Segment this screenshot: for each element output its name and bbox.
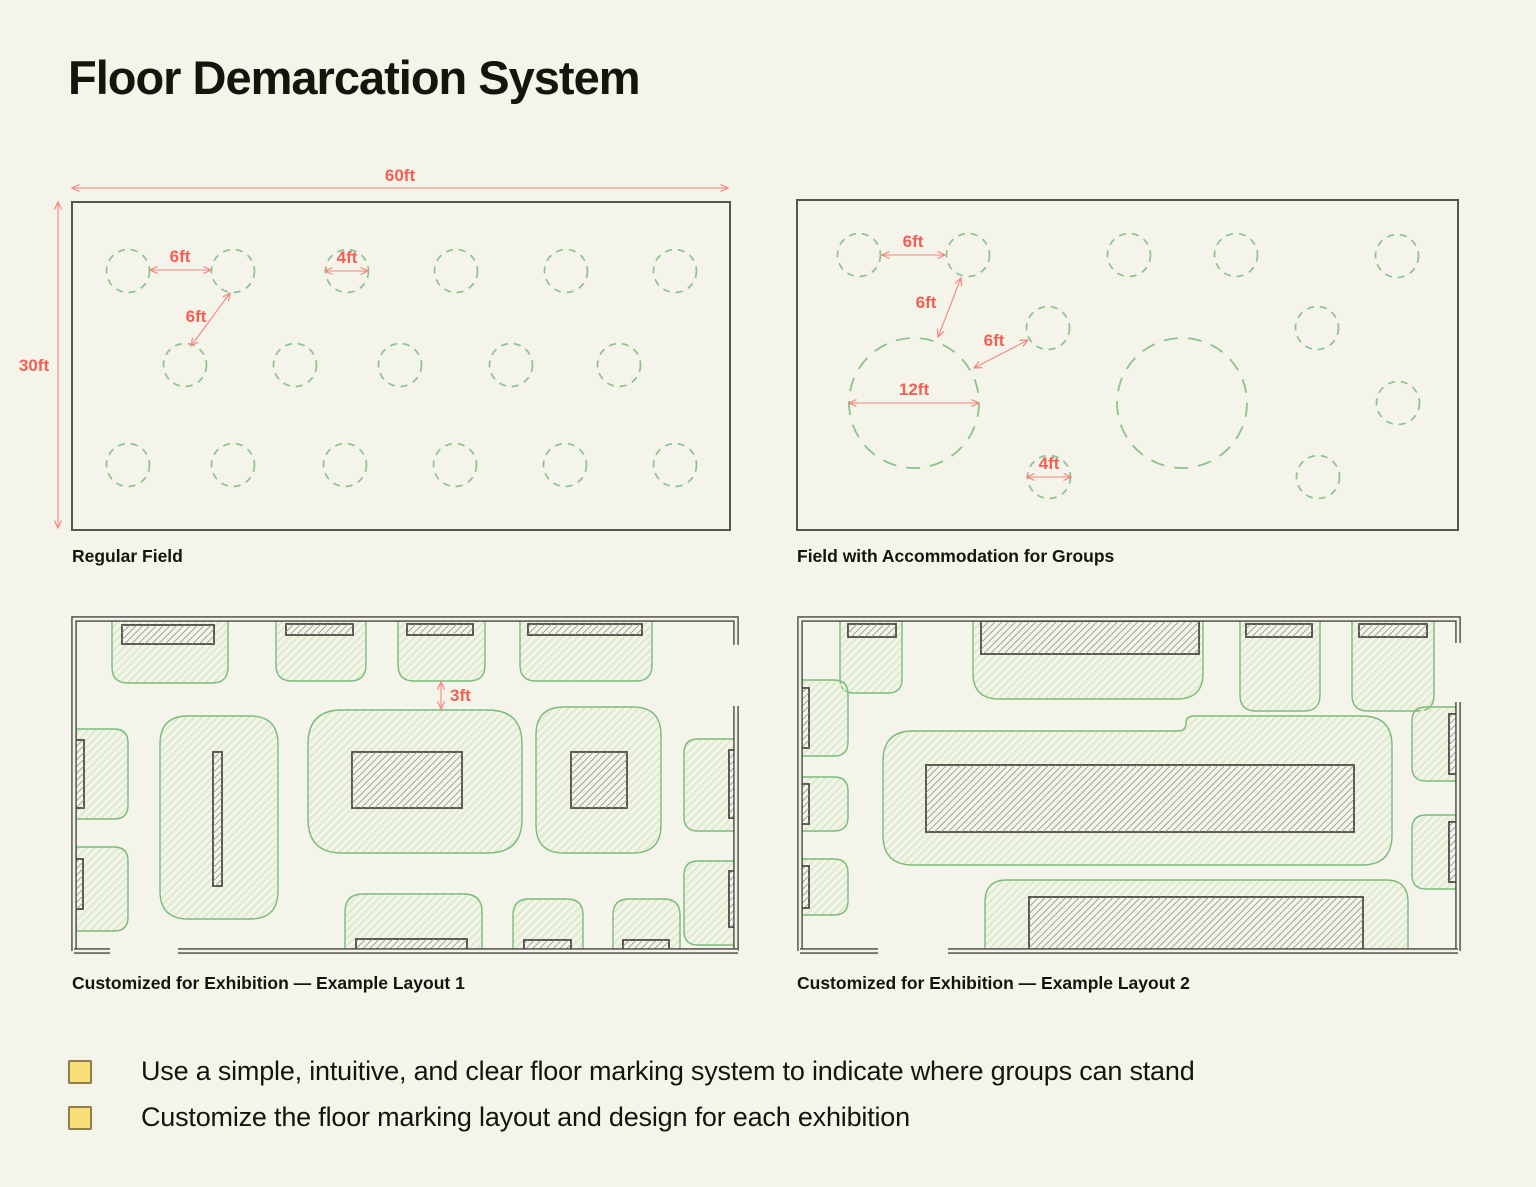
standing-spot-circle <box>836 232 882 278</box>
dimension-label: 30ft <box>19 356 50 375</box>
standing-spot-circle <box>945 232 991 278</box>
standing-spot-circle <box>105 248 151 294</box>
dimension-line <box>938 278 961 337</box>
standing-spot-circle <box>652 442 698 488</box>
dimension-label: 6ft <box>984 331 1005 350</box>
standing-zone <box>799 776 849 832</box>
standing-spot-circle <box>1106 232 1152 278</box>
standing-spot-circle <box>1116 337 1248 469</box>
dimension-label: 3ft <box>450 686 471 705</box>
standing-zone <box>1239 618 1321 712</box>
standing-zone <box>111 618 229 684</box>
bullet-item: Customize the floor marking layout and d… <box>68 1102 1195 1133</box>
page-title: Floor Demarcation System <box>68 51 641 104</box>
standing-zone <box>683 860 738 946</box>
panel-exhibition-layout-1: 3ft <box>71 616 739 954</box>
standing-spot-circle <box>210 248 256 294</box>
standing-zone <box>683 738 738 832</box>
standing-spot-circle <box>543 248 589 294</box>
panel-groups-field: 6ft 6ft 6ft 12ft 4ft <box>796 199 1459 531</box>
field-outline <box>796 199 1459 531</box>
dimension-label: 4ft <box>1039 454 1060 473</box>
standing-spot-circle <box>432 442 478 488</box>
standing-zone <box>972 618 1204 700</box>
standing-zone <box>519 618 653 682</box>
standing-spot-circle <box>1294 305 1340 351</box>
standing-spot-circle <box>488 342 534 388</box>
caption-regular-field: Regular Field <box>72 546 183 566</box>
standing-zone <box>307 709 523 854</box>
bullet-text: Customize the floor marking layout and d… <box>141 1102 910 1132</box>
standing-spot-circle <box>1295 454 1341 500</box>
dimension-label: 60ft <box>385 166 416 185</box>
standing-spot-circle <box>1375 380 1421 426</box>
standing-zone <box>799 858 849 916</box>
panel-exhibition-layout-2 <box>797 616 1461 954</box>
standing-spot-circle <box>433 248 479 294</box>
standing-spot-circle <box>210 442 256 488</box>
standing-zone <box>535 706 662 854</box>
standing-zone <box>984 879 1409 952</box>
standing-spot-circle <box>1025 305 1071 351</box>
standing-spot-circle <box>596 342 642 388</box>
standing-spot-circle <box>1213 232 1259 278</box>
standing-spot-circle <box>652 248 698 294</box>
bullet-marker-icon <box>68 1105 92 1130</box>
standing-zone <box>72 728 129 820</box>
caption-groups-field: Field with Accommodation for Groups <box>797 546 1115 566</box>
standing-spot-circle <box>322 442 368 488</box>
bullet-marker-icon <box>68 1059 92 1084</box>
standing-spot-circle <box>162 342 208 388</box>
standing-zone <box>344 893 483 953</box>
standing-zone <box>72 846 129 932</box>
standing-zone <box>397 618 486 682</box>
dimension-line <box>974 340 1028 368</box>
standing-spot-circle <box>1374 233 1420 279</box>
standing-spot-circle <box>377 342 423 388</box>
dimension-label: 6ft <box>186 307 207 326</box>
dimension-label: 6ft <box>903 232 924 251</box>
standing-zone <box>1351 618 1435 712</box>
standing-spot-circle <box>272 342 318 388</box>
standing-zone <box>275 618 367 682</box>
bullet-item: Use a simple, intuitive, and clear floor… <box>68 1056 1195 1087</box>
dimension-label: 4ft <box>337 248 358 267</box>
standing-zone <box>799 679 849 757</box>
standing-spot-circle <box>542 442 588 488</box>
standing-zone <box>882 715 1393 866</box>
dimension-label: 6ft <box>916 293 937 312</box>
standing-zone <box>839 618 903 694</box>
dimension-line <box>191 293 230 346</box>
key-points: Use a simple, intuitive, and clear floor… <box>68 1056 1195 1133</box>
standing-zone <box>512 898 584 952</box>
field-outline <box>71 201 731 531</box>
standing-zone <box>612 898 681 952</box>
standing-zone <box>1411 706 1459 782</box>
caption-exhibition-layout-2: Customized for Exhibition — Example Layo… <box>797 973 1190 993</box>
standing-spot-circle <box>105 442 151 488</box>
caption-exhibition-layout-1: Customized for Exhibition — Example Layo… <box>72 973 465 993</box>
standing-zone <box>1411 814 1459 890</box>
bullet-text: Use a simple, intuitive, and clear floor… <box>141 1056 1195 1086</box>
standing-zone <box>159 715 279 920</box>
panel-regular-field: 60ft 30ft 6ft 4ft 6ft <box>19 166 731 531</box>
dimension-label: 6ft <box>170 247 191 266</box>
dimension-label: 12ft <box>899 380 930 399</box>
